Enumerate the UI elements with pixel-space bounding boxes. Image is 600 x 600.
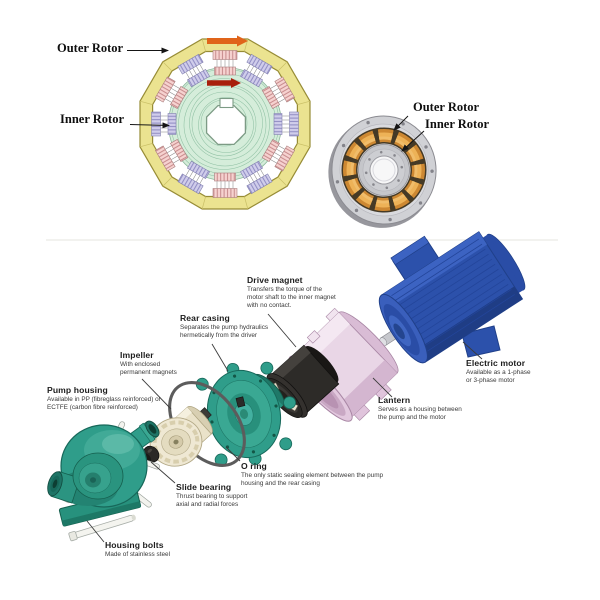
outer-rotor-3d-pointer-line [393, 115, 409, 131]
pump-housing-graphic [47, 420, 160, 527]
housing-bolts-desc: Made of stainless steel [105, 551, 171, 558]
cross-section-outer-rotor-label: Outer Rotor [57, 41, 124, 55]
electric-motor-graphic [378, 231, 526, 364]
rear-casing-graphic [191, 361, 297, 467]
rotation-arrow-outer [207, 35, 248, 47]
electric-motor-title: Electric motor [466, 358, 526, 368]
slide-bearing-title: Slide bearing [176, 482, 232, 492]
drive-magnet-graphic [265, 344, 340, 418]
rear-casing-desc: Separates the pump hydraulics hermetical… [180, 324, 269, 339]
rear-casing-title: Rear casing [180, 313, 230, 323]
housing-bolts-title: Housing bolts [105, 540, 164, 550]
rotor-3d-outer-rotor-label: Outer Rotor [413, 100, 480, 114]
inner-rotor-3d-pointer-line [401, 130, 425, 152]
inner-rotor-pointer-line [129, 122, 170, 129]
pump-housing-label: Pump housing Available in PP (fibreglass… [47, 385, 187, 412]
o-ring-title: O ring [241, 461, 267, 471]
lantern-desc: Serves as a housing between the pump and… [378, 406, 462, 421]
impeller-label: Impeller With enclosed permanent magnets [120, 350, 210, 377]
shaft-hole-octagon [205, 104, 247, 146]
impeller-title: Impeller [120, 350, 154, 360]
housing-bolt-graphic [68, 514, 136, 542]
electric-motor-desc: Available as a 1-phase or 3-phase motor [466, 369, 531, 384]
slide-bearing-desc: Thrust bearing to support axial and radi… [176, 493, 248, 508]
motor-cross-section-graphic [127, 35, 311, 210]
pump-housing-title: Pump housing [47, 385, 108, 395]
impeller-desc: With enclosed permanent magnets [120, 361, 177, 376]
housing-bolts-label: Housing bolts Made of stainless steel [105, 540, 215, 559]
slide-bearing-label: Slide bearing Thrust bearing to support … [176, 482, 276, 509]
lantern-title: Lantern [378, 395, 411, 405]
label-leader-lines [86, 313, 483, 543]
o-ring-desc: The only static sealing element between … [241, 472, 384, 487]
drive-magnet-desc: Transfers the torque of the motor shaft … [247, 286, 336, 309]
rotor-3d-inner-rotor-label: Inner Rotor [425, 117, 490, 131]
electric-motor-label: Electric motor Available as a 1-phase or… [466, 358, 561, 385]
o-ring-label: O ring The only static sealing element b… [241, 461, 421, 488]
pump-housing-desc: Available in PP (fibreglass reinforced) … [47, 396, 161, 411]
drive-magnet-title: Drive magnet [247, 275, 303, 285]
cross-section-inner-rotor-label: Inner Rotor [60, 112, 125, 126]
rotation-arrow-inner [207, 78, 241, 88]
drive-magnet-label: Drive magnet Transfers the torque of the… [247, 275, 362, 310]
rear-casing-label: Rear casing Separates the pump hydraulic… [180, 313, 300, 340]
lantern-label: Lantern Serves as a housing between the … [378, 395, 488, 422]
